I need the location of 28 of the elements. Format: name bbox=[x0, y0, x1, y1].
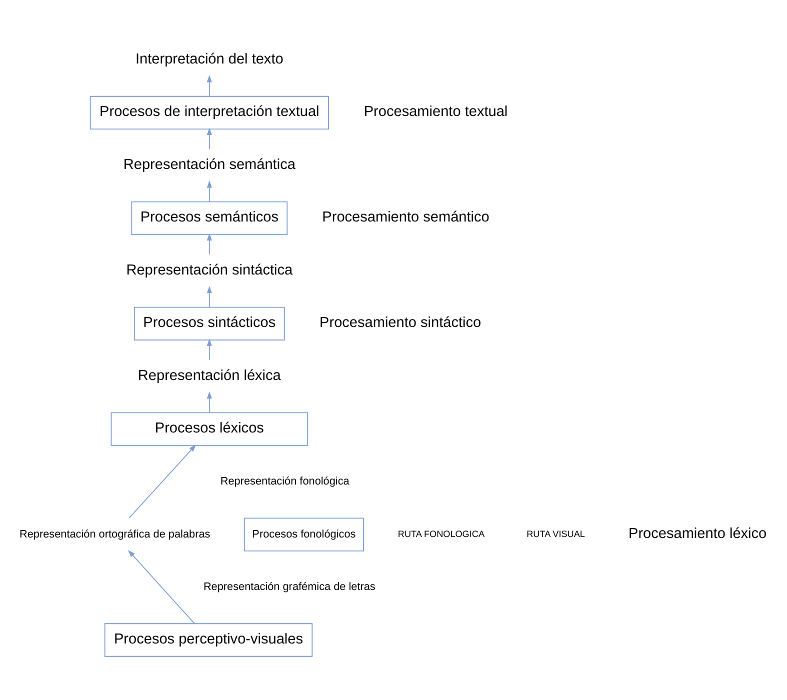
node-box: Procesos léxicos bbox=[110, 412, 308, 446]
node-text: Interpretación del texto bbox=[135, 51, 284, 68]
node-box: Procesos fonológicos bbox=[244, 518, 364, 552]
node-box: Procesos semánticos bbox=[131, 201, 288, 235]
node-text: Representación léxica bbox=[138, 368, 281, 384]
arrow bbox=[128, 550, 195, 624]
arrow bbox=[206, 128, 212, 150]
node-text: Representación ortográfica de palabras bbox=[20, 528, 210, 540]
label: RUTA VISUAL bbox=[526, 528, 585, 539]
arrow bbox=[206, 74, 212, 97]
arrow bbox=[206, 233, 212, 255]
node-box: Procesos de interpretación textual bbox=[90, 96, 329, 130]
label: Procesamiento semántico bbox=[322, 210, 490, 226]
label: Representación fonológica bbox=[220, 476, 350, 488]
node-text: Representación semántica bbox=[123, 156, 296, 173]
label: RUTA FONOLOGICA bbox=[398, 528, 485, 539]
label: Procesamiento léxico bbox=[628, 526, 767, 542]
label: Representación grafémica de letras bbox=[203, 581, 376, 594]
node-text: Representación sintáctica bbox=[126, 262, 293, 278]
arrow bbox=[128, 444, 196, 518]
label: Procesamiento textual bbox=[364, 104, 508, 120]
arrow bbox=[206, 180, 212, 202]
label: Procesamiento sintáctico bbox=[320, 315, 482, 332]
node-box: Procesos perceptivo-visuales bbox=[104, 623, 313, 657]
arrow bbox=[206, 286, 212, 308]
node-box: Procesos sintácticos bbox=[134, 306, 285, 340]
arrow bbox=[206, 338, 212, 360]
arrow bbox=[206, 391, 212, 414]
